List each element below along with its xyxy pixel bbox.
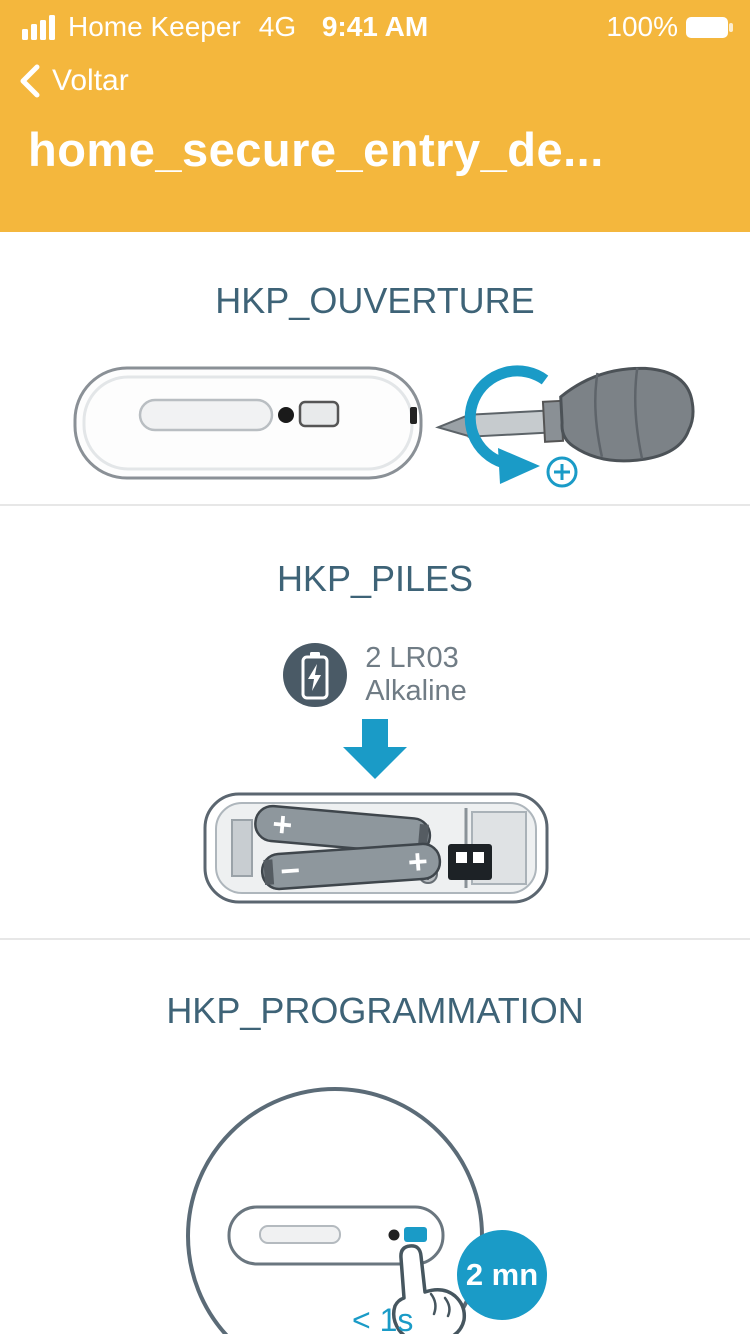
battery-spec-icon [283, 643, 348, 708]
press-button [404, 1226, 427, 1242]
section-piles: HKP_PILES 2 LR03 Alkaline [0, 558, 750, 921]
page-title: home_secure_entry_de... [28, 123, 604, 176]
section-programmation: HKP_PROGRAMMATION 2 mn [0, 990, 750, 1334]
section-heading-ouverture: HKP_OUVERTURE [215, 280, 535, 321]
polarity-minus-label: − [279, 851, 301, 890]
battery-type-label: Alkaline [365, 675, 467, 708]
device-button [298, 400, 340, 428]
rotate-arrow-icon [464, 365, 549, 484]
battery-percent: 100% [606, 11, 678, 42]
battery-compartment-illustration: + − + [203, 792, 549, 904]
hand-pointer-icon [391, 1243, 467, 1334]
battery-cell-bottom: − + [260, 842, 442, 891]
section-heading-piles: HKP_PILES [276, 558, 474, 599]
programmation-illustration: 2 mn < 1s [0, 1046, 750, 1334]
network-label: 4G [258, 11, 297, 42]
signal-bars-icon [22, 14, 55, 40]
terminal-block [448, 843, 492, 880]
header: Home Keeper 4G 9:41 AM 100% Voltar home_… [0, 0, 750, 232]
section-heading-programmation: HKP_PROGRAMMATION [166, 989, 584, 1031]
press-duration-label: < 1s [352, 1301, 414, 1334]
duration-badge: 2 mn [457, 1229, 547, 1320]
polarity-plus-label: + [407, 842, 429, 881]
divider [0, 504, 750, 506]
remote-device-small [227, 1205, 445, 1266]
section-ouverture: HKP_OUVERTURE [0, 280, 750, 502]
polarity-plus-label: + [271, 805, 294, 845]
ouverture-illustration [73, 365, 695, 488]
programming-circle-illustration [186, 1086, 484, 1334]
remote-device-illustration [73, 366, 423, 480]
status-bar: Home Keeper 4G 9:41 AM 100% [0, 0, 750, 48]
back-button[interactable]: Voltar [18, 64, 129, 98]
battery-icon [686, 16, 733, 38]
back-chevron-icon [20, 64, 40, 98]
back-label: Voltar [52, 64, 129, 97]
battery-spec: 2 LR03 Alkaline [0, 642, 750, 709]
battery-spec-label: 2 LR03 [365, 642, 459, 674]
divider [0, 937, 750, 940]
phillips-screw-icon [546, 456, 578, 488]
down-arrow-icon [343, 718, 407, 779]
carrier-label: Home Keeper [68, 11, 241, 42]
